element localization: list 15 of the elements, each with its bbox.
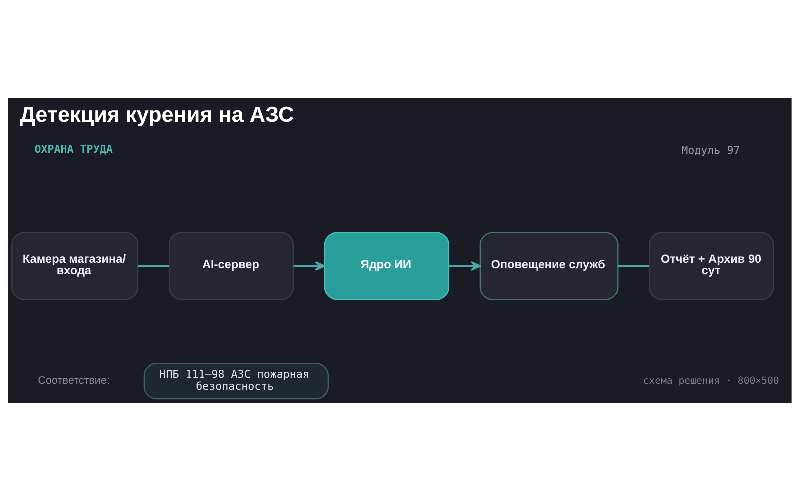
- connector: [138, 264, 170, 267]
- label: ОХРАНА ТРУДА: [34, 142, 113, 156]
- node-label: Соответствие:: [38, 374, 110, 387]
- arrow: [294, 260, 326, 271]
- node-box: Отчёт + Архив 90 сут: [649, 232, 774, 300]
- arrow: [449, 260, 482, 271]
- label: схема решения · 800×500: [643, 375, 780, 386]
- connector: [618, 264, 650, 267]
- label: Модуль 97: [682, 143, 740, 156]
- node-box: Оповещение служб: [480, 232, 619, 300]
- node-box: Камера магазина/ входа: [12, 232, 139, 300]
- node-box: НПБ 111–98 АЗС пожарная безопасность: [144, 362, 330, 400]
- diagram-title: Детекция курения на АЗС: [20, 102, 294, 127]
- node-box: Ядро ИИ: [324, 232, 450, 300]
- node-box: AI-сервер: [168, 232, 294, 300]
